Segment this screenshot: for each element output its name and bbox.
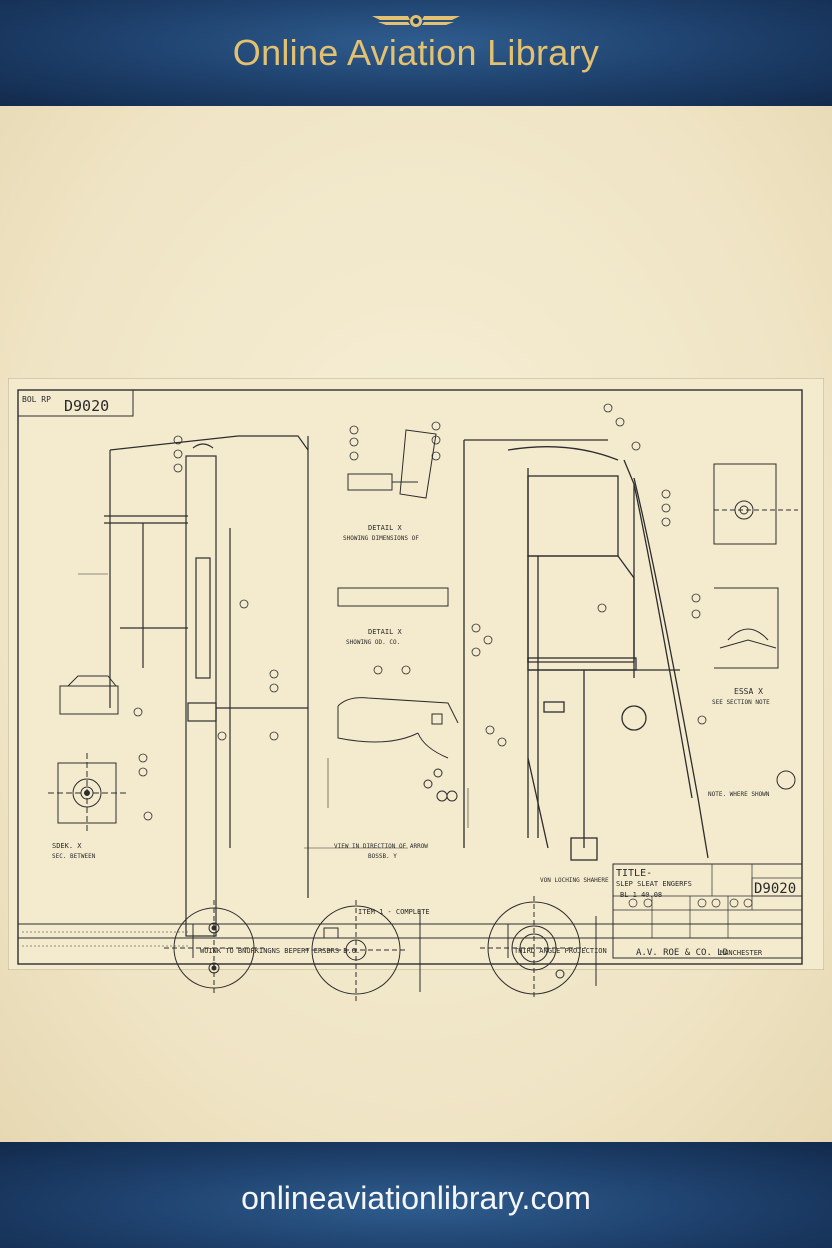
detail-x-a-label: DETAIL X xyxy=(368,524,403,532)
detail-x-a-note: SHOWING DIMENSIONS OF xyxy=(343,535,419,542)
detail-x-b-label: DETAIL X xyxy=(368,628,403,636)
detail-c-note: SEC. BETWEEN xyxy=(52,853,96,860)
notes-bottom-left: WOINK TO BNURKINGNS BEPERT ERSBRS B.O. xyxy=(200,947,360,955)
notes-right: NOTE. WHERE SHOWN xyxy=(708,791,770,798)
company-location: MANCHESTER xyxy=(720,949,763,957)
sheet-ref-block: D9020 xyxy=(754,881,796,897)
circular-details xyxy=(164,896,597,1002)
essa-note: SEE SECTION NOTE xyxy=(712,699,770,706)
detail-x-b-note: SHOWING OD. CO. xyxy=(346,639,400,646)
section-view-label: VIEW IN DIRECTION OF ARROW xyxy=(334,843,428,850)
essa-x-label: ESSA X xyxy=(734,687,763,696)
sheet-ref-top: D9020 xyxy=(64,397,109,415)
view-note: VON LOCHING SHAHERE xyxy=(540,877,609,884)
engineering-drawing: BOL RP D9020 xyxy=(8,378,824,970)
section-view-label-2: BOSSB. Y xyxy=(368,853,397,860)
title-sub-2: BL 1 40.08 xyxy=(620,891,662,899)
projection-note: THIRD ANGLE PROJECTION xyxy=(514,947,607,955)
title-label: TITLE- xyxy=(616,868,652,879)
site-title: Online Aviation Library xyxy=(232,32,600,73)
corner-code: BOL RP xyxy=(22,395,51,404)
top-banner: Online Aviation Library xyxy=(0,0,832,106)
item-note: ITEM 1 - COMPLETE xyxy=(358,908,430,916)
company-name: A.V. ROE & CO. LD xyxy=(636,948,728,958)
detail-c-label: SDEK. X xyxy=(52,842,82,850)
blueprint-paper: BOL RP D9020 xyxy=(0,106,832,1142)
wings-emblem-icon xyxy=(372,15,460,27)
title-sub: SLEP SLEAT ENGERFS xyxy=(616,880,692,888)
site-url[interactable]: onlineaviationlibrary.com xyxy=(241,1180,591,1216)
bottom-banner: onlineaviationlibrary.com xyxy=(0,1142,832,1248)
